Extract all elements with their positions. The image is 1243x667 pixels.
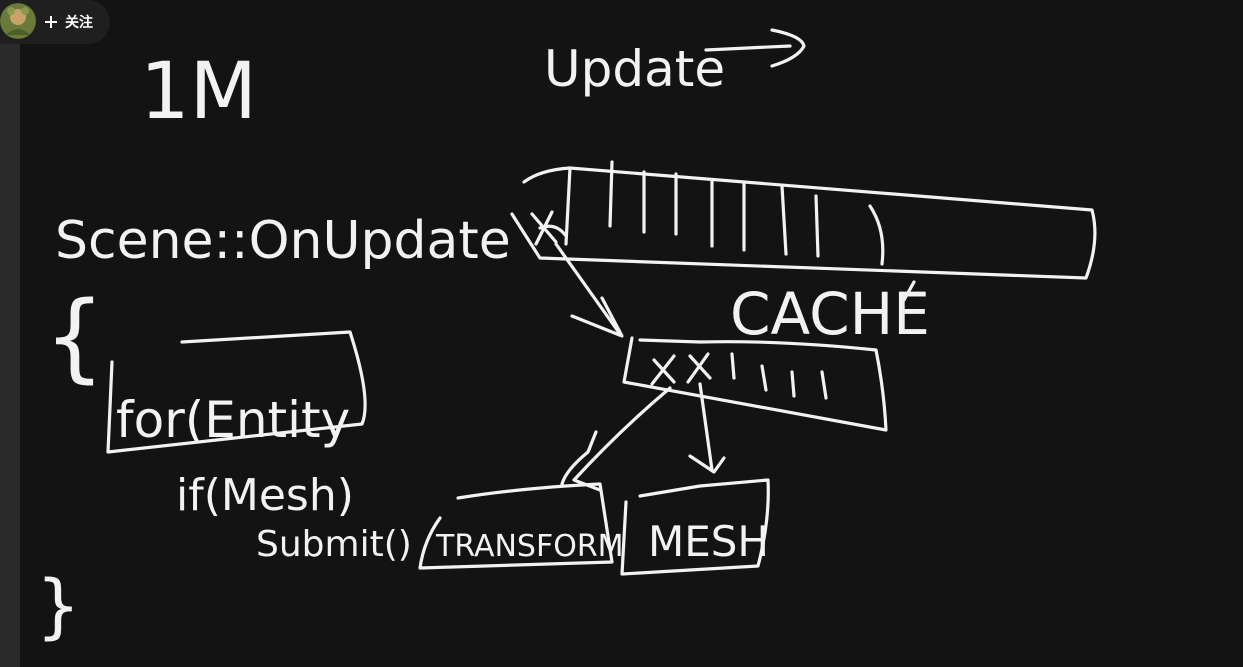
pool-cross-marks bbox=[650, 352, 712, 386]
plus-icon bbox=[45, 16, 57, 28]
pool-to-transform-arrow bbox=[572, 386, 672, 492]
pool-strip-outline bbox=[622, 336, 888, 432]
label-submit: Submit() bbox=[256, 524, 412, 565]
label-transform: TRANSFORM bbox=[435, 529, 624, 564]
cache-strip-outline bbox=[510, 166, 1097, 280]
pool-to-mesh-arrow bbox=[698, 382, 714, 472]
brace-close: } bbox=[36, 565, 81, 647]
label-mesh: MESH bbox=[648, 517, 769, 566]
follow-label: 关注 bbox=[65, 14, 93, 30]
label-scene-onupdate: Scene::OnUpdate bbox=[55, 211, 511, 271]
label-cache: CACHE bbox=[730, 280, 930, 348]
pool-to-mesh-arrow-head bbox=[688, 454, 726, 474]
cache-to-pool-arrow-head bbox=[570, 296, 624, 338]
brace-open: { bbox=[44, 281, 105, 393]
cache-cross-mark bbox=[530, 210, 568, 246]
left-edge-strip bbox=[0, 0, 20, 667]
update-arrow-head bbox=[770, 28, 806, 68]
update-arrow bbox=[704, 44, 792, 52]
label-if-mesh: if(Mesh) bbox=[176, 470, 354, 521]
label-update: Update bbox=[544, 40, 725, 98]
cache-to-pool-arrow bbox=[554, 242, 622, 336]
cache-strip-top-line bbox=[564, 166, 572, 246]
pool-to-transform-arrow-head bbox=[560, 430, 598, 486]
label-for-entity: for(Entity bbox=[116, 391, 350, 449]
cache-accent-mark bbox=[902, 280, 916, 302]
follow-bar: 关注 bbox=[0, 0, 110, 44]
mesh-box bbox=[620, 478, 770, 576]
follow-button[interactable]: 关注 bbox=[44, 8, 93, 36]
pool-cell-lines bbox=[730, 352, 828, 400]
transform-box bbox=[418, 482, 614, 570]
for-entity-box bbox=[106, 330, 367, 454]
creator-avatar[interactable] bbox=[0, 3, 36, 39]
cache-cell-lines bbox=[608, 160, 885, 266]
label-1m: 1M bbox=[140, 47, 257, 137]
